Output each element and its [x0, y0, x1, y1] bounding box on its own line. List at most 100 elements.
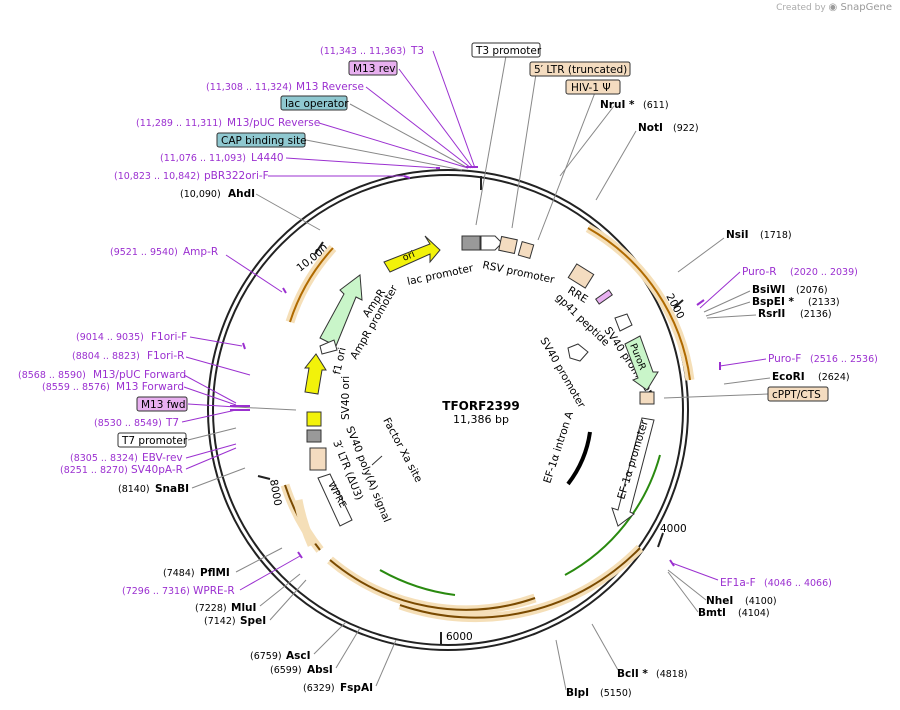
nsii-label: NsiI [726, 229, 749, 241]
f1ori-r-range: (8804 .. 8823) [72, 351, 140, 362]
mark-f1ori-f [242, 342, 246, 350]
leader-nsii [677, 237, 725, 273]
asci-label: AscI [286, 650, 311, 662]
ahdi-label: AhdI [228, 188, 255, 200]
bspei-label: BspEI * [752, 296, 795, 308]
m13-puc-reverse-range: (11,289 .. 11,311) [136, 118, 222, 129]
plasmid-size: 11,386 bp [453, 413, 509, 426]
cppt-small-box [639, 391, 655, 405]
ebv-rev-label: EBV-rev [142, 452, 183, 464]
noti-label: NotI [638, 122, 663, 134]
bmti-range: (4104) [738, 608, 770, 619]
t3-promoter-box [471, 42, 541, 58]
leader-f1ori-r [185, 356, 251, 376]
asci-range: (6759) [250, 651, 282, 662]
leader-puro-r [699, 271, 741, 309]
t3-range: (11,343 .. 11,363) [320, 46, 406, 57]
f1-ori-arrow [303, 353, 327, 395]
tick-label-6000: 6000 [446, 631, 473, 643]
nrui-range: (611) [643, 100, 669, 111]
l4440-label: L4440 [251, 152, 284, 164]
blpi-range: (5150) [600, 688, 632, 699]
primer-marks [230, 166, 721, 567]
inner-ori-label: ori [401, 249, 417, 264]
absi-label: AbsI [307, 664, 333, 676]
puror-arrow [624, 335, 659, 391]
inner-f1-ori-label: f1 ori [331, 346, 348, 375]
snapgene-logo: ◉ SnapGene [828, 2, 892, 13]
f1ori-f-range: (9014 .. 9035) [76, 332, 144, 343]
leader-m13-puc-forward [183, 374, 237, 404]
cppt-box [767, 386, 829, 402]
leader-nhei [667, 569, 707, 601]
leader-m13-fwd [187, 403, 237, 408]
tick-label-4000: 4000 [660, 523, 687, 535]
green-arcs [379, 454, 661, 596]
tick-mark-10000 [314, 241, 324, 255]
leader-fspai [375, 639, 397, 687]
leader-snabi [191, 467, 246, 489]
leader-spei [269, 579, 307, 621]
inner-lac-promoter-label: lac promoter [406, 262, 475, 288]
puro-r-range: (2020 .. 2039) [790, 267, 858, 278]
amp-r-range: (9521 .. 9540) [110, 247, 178, 258]
leader-nrui [559, 105, 615, 177]
leader-cppt [663, 393, 769, 399]
leader-t7 [181, 409, 237, 423]
mlui-label: MluI [231, 602, 256, 614]
snapgene-credit: Created by ◉ SnapGene [776, 2, 892, 13]
bmti-label: BmtI [698, 607, 726, 619]
puro-f-range: (2516 .. 2536) [810, 354, 878, 365]
m13-rev-label: M13 rev [353, 63, 396, 75]
ori-arrow [383, 235, 441, 273]
sv40pa-r-label: SV40pA-R [131, 464, 183, 476]
t3-promoter-label: T3 promoter [475, 45, 542, 57]
pfimi-label: PflMI [200, 567, 230, 579]
inner-sv40-ori-label: SV40 ori [340, 376, 352, 420]
feature-labels: (11,343 .. 11,363) T3 M13 rev (11,308 ..… [18, 42, 878, 699]
inner-rsv-promoter-label: RSV promoter [481, 259, 556, 286]
leader-ecori [723, 377, 771, 385]
sv40pa-r-range: (8251 .. 8270) [60, 465, 128, 476]
leader-noti [595, 130, 637, 201]
snabi-label: SnaBI [155, 483, 189, 495]
orf-arc-left2 [293, 499, 317, 547]
sv40-ori-box [306, 411, 322, 427]
bcli-range: (4818) [656, 669, 688, 680]
tick-mark-2000 [673, 299, 684, 309]
inner-ef1a-intron-label: EF-1α intron A [541, 409, 576, 485]
orf-arc-bottom2-line [329, 559, 536, 611]
spei-range: (7142) [204, 616, 236, 627]
m13-reverse-range: (11,308 .. 11,324) [206, 82, 292, 93]
ampr-promoter-arrow [319, 339, 338, 355]
factor-xa-leader [371, 455, 383, 466]
m13-forward-label: M13 Forward [116, 381, 184, 393]
leader-asci [313, 621, 347, 655]
m13-forward-range: (8559 .. 8576) [42, 382, 110, 393]
ltr5-label: 5′ LTR (truncated) [534, 64, 627, 76]
backbone-outer-ring [207, 169, 689, 651]
leader-t7-promoter [187, 427, 237, 441]
leader-m13-forward [183, 386, 237, 406]
wpre-arrow [317, 473, 353, 527]
ampr-outer-arc-line [289, 247, 334, 323]
leader-ahdi [255, 193, 321, 231]
mark-wpre-r [297, 551, 303, 559]
green-arc-bottom [379, 569, 456, 596]
inner-factor-xa-label: Factor Xa site [380, 416, 424, 485]
leader-bsiwi [703, 290, 751, 313]
mark-ef1a-f [669, 559, 675, 567]
backbone-inner-ring [212, 174, 684, 646]
credit-prefix: Created by [776, 3, 826, 13]
gp41-box [595, 289, 613, 305]
ecori-range: (2624) [818, 372, 850, 383]
hiv1-label: HIV-1 Ψ [571, 82, 611, 94]
hiv1-box [565, 79, 621, 95]
ahdi-range: (10,090) [180, 189, 221, 200]
leader-bcli [591, 623, 619, 671]
lac-block-striped [461, 235, 481, 251]
leader-l4440 [285, 157, 439, 169]
lac-operator-box [280, 95, 348, 111]
leader-ef1a-f [671, 562, 719, 581]
